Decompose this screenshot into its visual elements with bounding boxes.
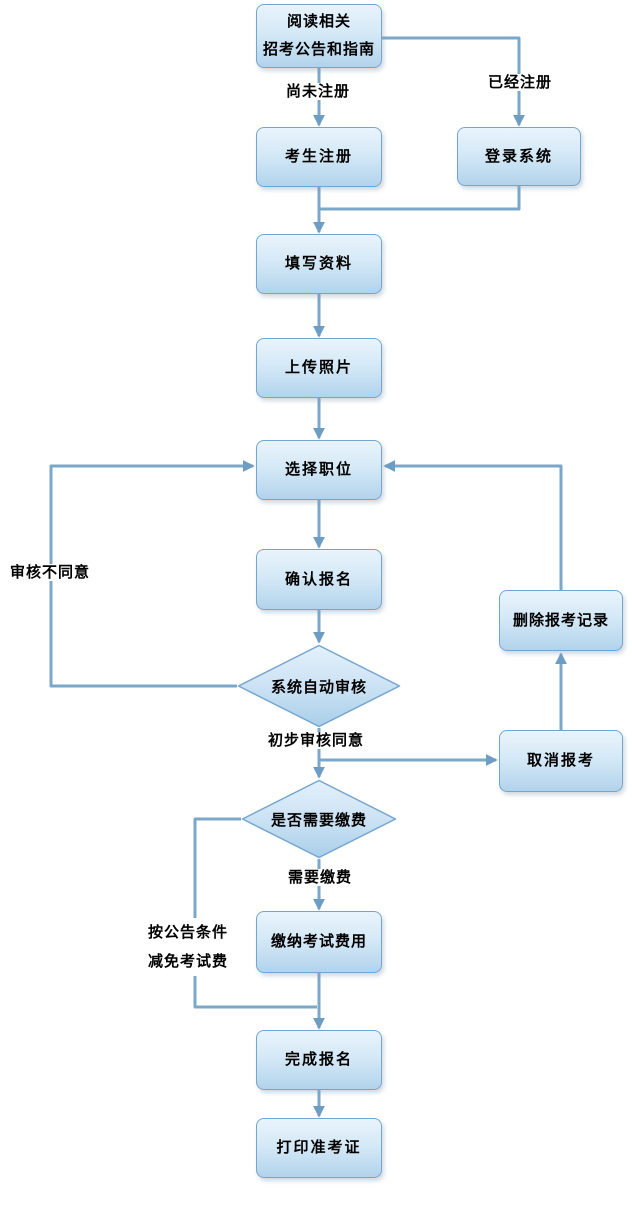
edge-label-fee-waiver-line2: 减免考试费 [148,953,229,970]
edge-read-to-login [382,36,525,127]
edge-label-preliminary-approved: 初步审核同意 [266,732,367,749]
node-delete-record: 删除报考记录 [499,590,623,651]
node-complete-registration: 完成报名 [256,1030,382,1090]
decision-need-payment: 是否需要缴费 [241,779,397,859]
diamond-shape-system-auto-review [237,644,401,728]
node-login-system: 登录系统 [457,127,581,186]
edge-fee-waiver-bypass [193,817,317,1009]
decision-need-payment-label: 是否需要缴费 [270,811,367,829]
edge-label-fee-waiver: 按公告条件 减免考试费 [146,918,231,976]
node-read-announcement-line2: 招考公告和指南 [262,41,375,58]
node-read-announcement-line1: 阅读相关 [286,13,351,30]
node-candidate-register: 考生注册 [256,127,382,187]
node-select-position: 选择职位 [256,440,382,500]
edge-label-already-registered: 已经注册 [486,74,555,91]
edge-label-fee-waiver-line1: 按公告条件 [148,924,229,941]
edge-delete-to-select [383,460,563,590]
node-print-admission-ticket: 打印准考证 [256,1118,382,1178]
edge-login-merge [320,186,521,211]
node-fill-info: 填写资料 [256,234,382,294]
edge-label-review-rejected: 审核不同意 [8,564,93,581]
node-upload-photo: 上传照片 [256,338,382,398]
node-read-announcement: 阅读相关 招考公告和指南 [256,4,382,68]
decision-system-auto-review-label: 系统自动审核 [270,678,367,696]
node-cancel-registration: 取消报考 [499,730,623,792]
edge-label-payment-required: 需要缴费 [286,869,355,886]
diamond-shape-need-payment [241,779,397,859]
edge-label-not-registered: 尚未注册 [284,83,353,100]
node-confirm-registration: 确认报名 [256,549,382,610]
node-pay-exam-fee: 缴纳考试费用 [256,911,382,973]
decision-system-auto-review: 系统自动审核 [237,644,401,728]
